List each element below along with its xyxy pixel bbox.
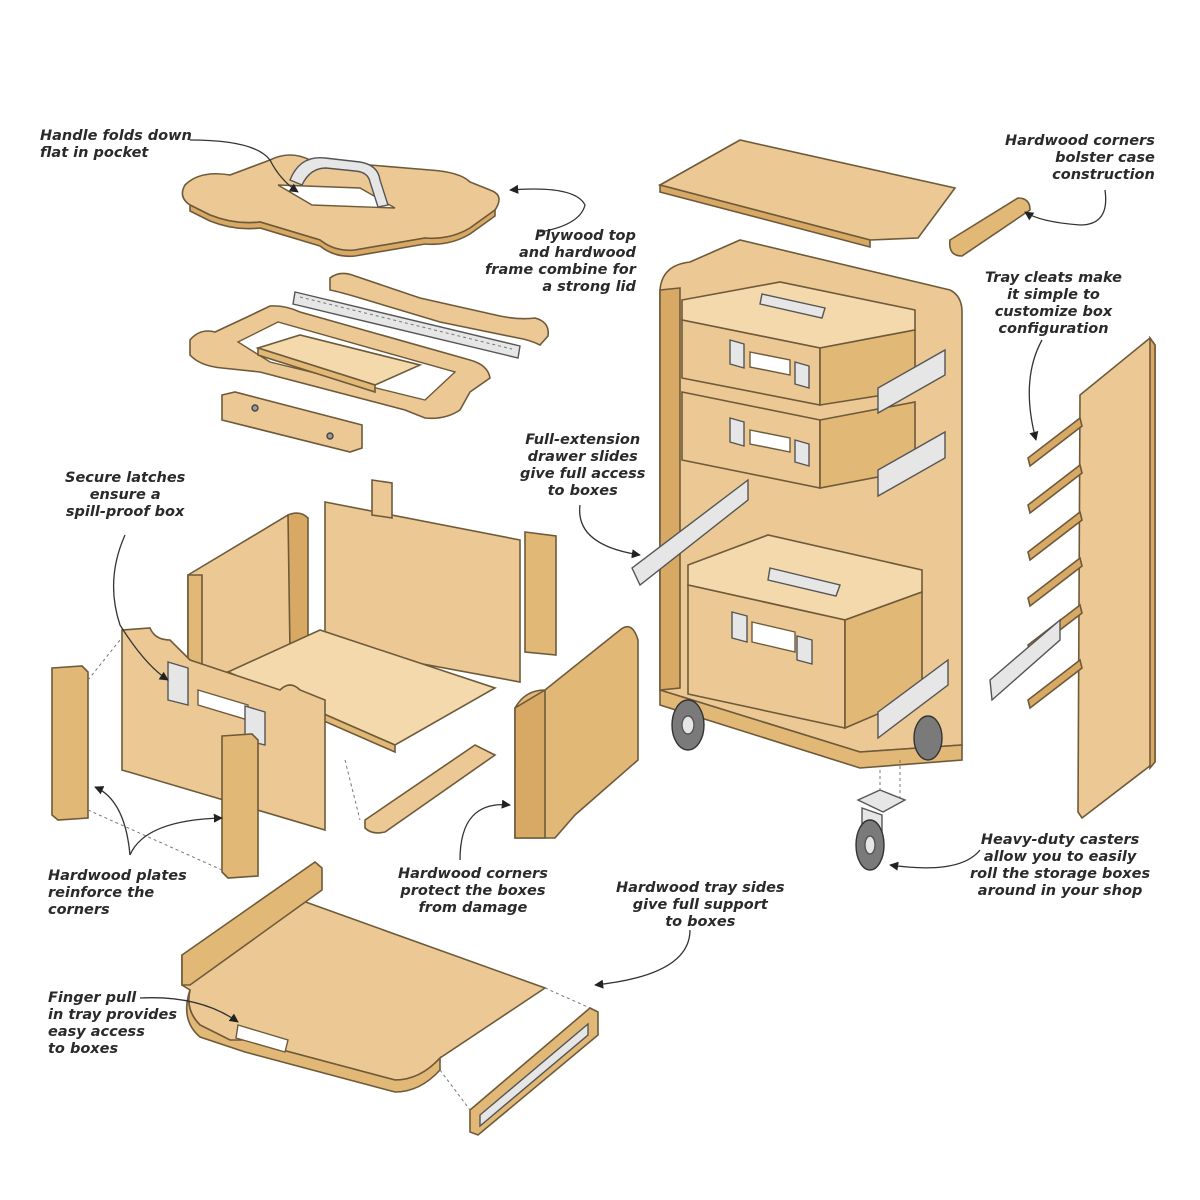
lid-handle xyxy=(289,156,389,208)
caster-left xyxy=(671,699,705,751)
box-right-corner xyxy=(514,625,639,839)
callout-handle: Handle folds down flat in pocket xyxy=(40,128,192,161)
box-back-panel xyxy=(324,479,521,683)
callout-casters: Heavy-duty casters allow you to easily r… xyxy=(970,832,1151,899)
tray-left-side xyxy=(181,860,323,986)
tray-slide-side xyxy=(469,1007,599,1136)
tray-panel xyxy=(181,899,547,1093)
callout-secure-latches: Secure latches ensure a spill-proof box xyxy=(65,470,186,520)
callout-hardwood-corners-case: Hardwood corners bolster case constructi… xyxy=(1005,133,1155,183)
callout-finger-pull: Finger pull in tray provides easy access… xyxy=(48,990,178,1057)
callout-plywood-top: Plywood top and hardwood frame combine f… xyxy=(485,228,636,295)
cabinet-slide-extended xyxy=(631,478,749,587)
box-front-plate xyxy=(221,733,259,879)
lid-slide-rail xyxy=(292,291,521,359)
hardwood-corner-piece xyxy=(948,197,1031,257)
tray-cleats xyxy=(1027,416,1083,710)
callout-tray-sides: Hardwood tray sides give full support to… xyxy=(616,880,785,930)
box-bottom-cleat xyxy=(364,744,497,834)
cabinet-box-3 xyxy=(687,534,923,730)
callout-hardwood-plates: Hardwood plates reinforce the corners xyxy=(48,868,187,918)
side-slide xyxy=(989,618,1061,702)
lid-top-panel xyxy=(181,154,500,258)
caster-right xyxy=(913,715,943,761)
cabinet-base xyxy=(659,688,963,769)
lid-frame-rail xyxy=(329,272,550,346)
lid-front-rail xyxy=(221,391,363,453)
side-panel xyxy=(1077,335,1156,820)
callout-full-extension: Full-extension drawer slides give full a… xyxy=(520,432,646,499)
box-back-corner-post xyxy=(524,531,557,656)
callout-tray-cleats: Tray cleats make it simple to customize … xyxy=(985,270,1122,337)
box-left-plate xyxy=(51,665,89,821)
caster-exploded xyxy=(855,760,907,871)
lid-tray-insert xyxy=(255,334,423,394)
cabinet-slide-3 xyxy=(877,658,949,740)
callout-hardwood-corners-boxes: Hardwood corners protect the boxes from … xyxy=(398,866,548,916)
cabinet-slide-1 xyxy=(877,348,946,498)
cabinet-top-panel xyxy=(657,139,957,249)
